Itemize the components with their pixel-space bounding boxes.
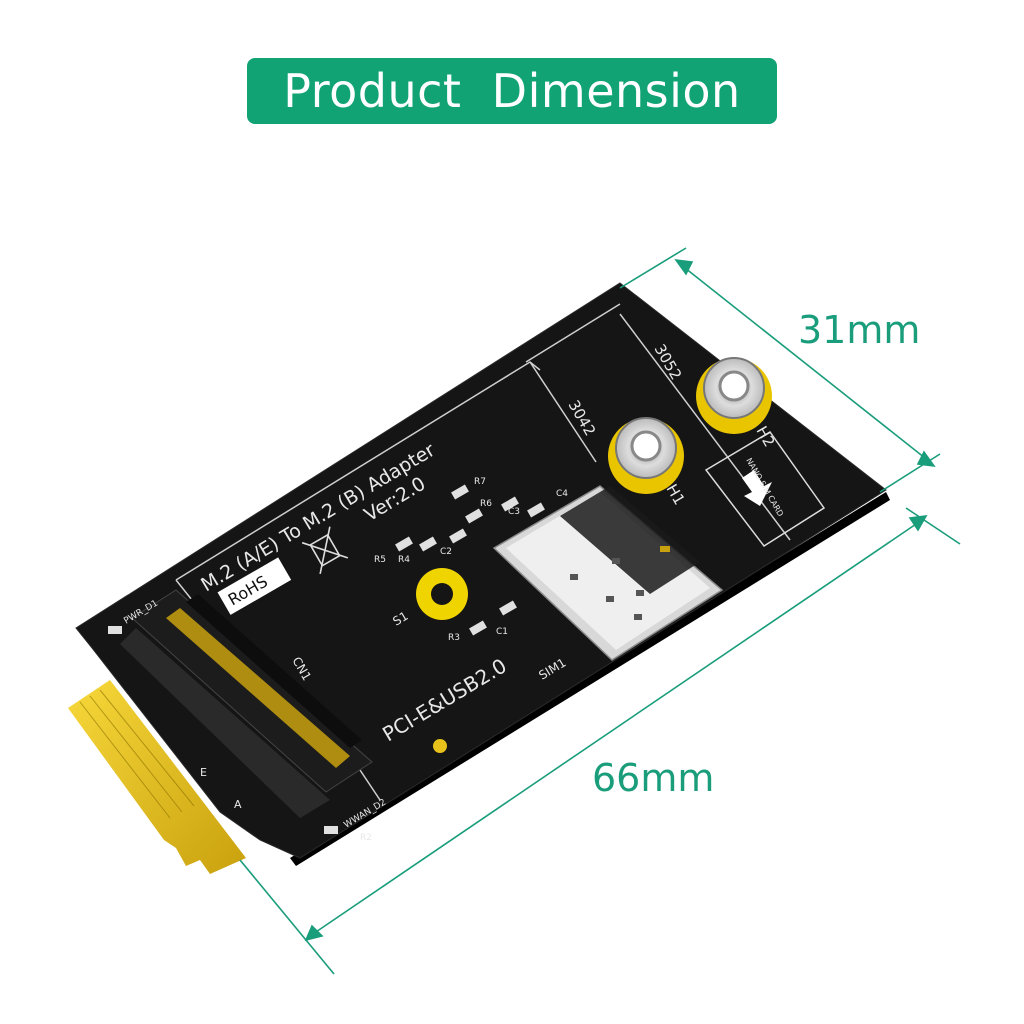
length-dimension-label: 66mm: [592, 756, 715, 800]
r5-label: R5: [374, 555, 386, 565]
gold-finger-contacts: [68, 680, 246, 874]
sim-card-slot: [492, 485, 724, 661]
s1-label: S1: [390, 609, 410, 629]
test-pad: [433, 739, 447, 753]
c2-label: C2: [440, 547, 452, 557]
standoff-h1: [608, 417, 684, 494]
standoff-h2: [696, 357, 772, 434]
width-dimension-label: 31mm: [798, 308, 921, 352]
r7-label: R7: [474, 477, 486, 487]
title-banner: Product Dimension: [247, 58, 777, 124]
r2-label: R2: [360, 833, 372, 843]
rohs-label: RoHS: [217, 557, 292, 615]
weee-icon: [301, 526, 349, 575]
m2-socket: [120, 589, 373, 818]
dimension-lines: [239, 247, 961, 975]
board-edge: [290, 492, 890, 866]
r4-label: R4: [398, 555, 410, 565]
c3-label: C3: [508, 507, 520, 517]
r3-label: R3: [448, 633, 460, 643]
c1-label: C1: [496, 627, 508, 637]
nano-sim-indicator: [704, 431, 826, 548]
title-text: Product Dimension: [283, 64, 741, 118]
r6-label: R6: [480, 499, 492, 509]
c4-label: C4: [556, 489, 568, 499]
key-a-label: A: [234, 798, 242, 811]
mounting-hole-s1: [416, 568, 468, 620]
smd-components: [108, 484, 545, 834]
arrow-up-icon: [742, 470, 772, 506]
gold-finger-lines: [79, 689, 195, 819]
key-e-label: E: [200, 766, 207, 779]
